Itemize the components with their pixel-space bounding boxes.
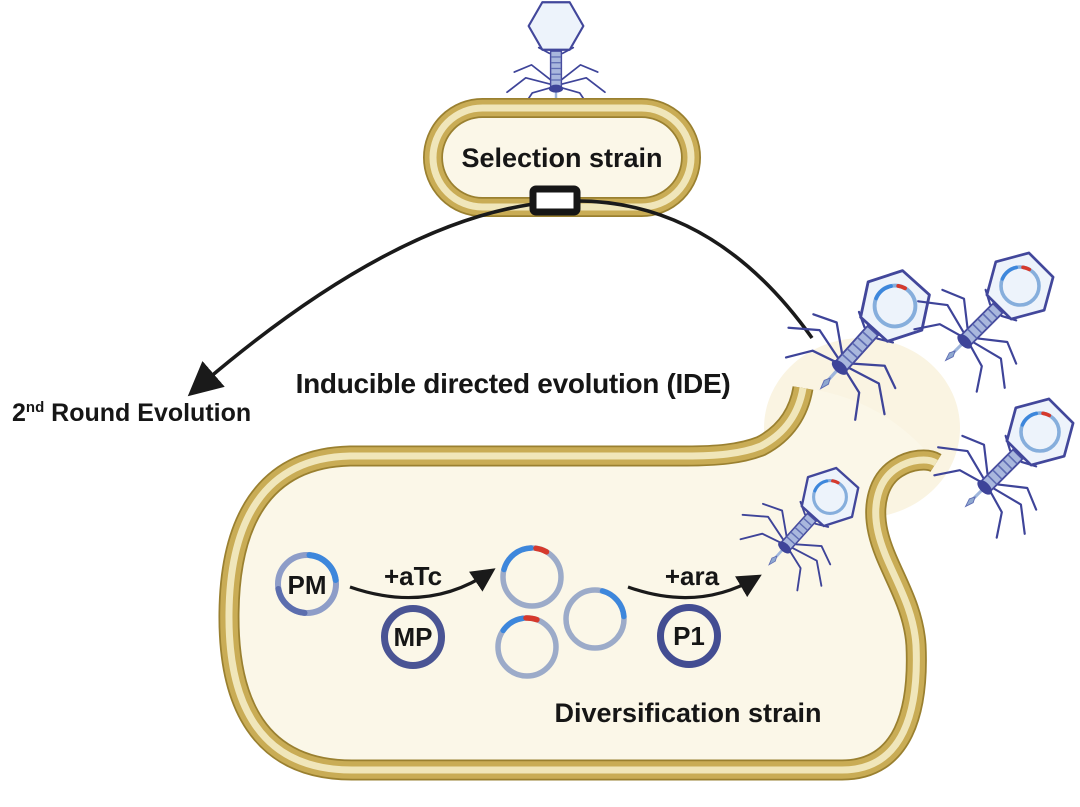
plasmid-p1-label: P1 (673, 621, 705, 651)
plasmid-icon (381, 605, 445, 669)
plasmid-p1: P1 (657, 604, 721, 668)
ara-inducer-label: +ara (665, 561, 720, 591)
ara-induction-arrow (627, 574, 762, 600)
bacteriophage-icon (505, 1, 607, 112)
receptor-gene-marker (529, 185, 581, 216)
attacking-phage (505, 1, 607, 112)
plasmid-pm-label: PM (288, 570, 327, 600)
diversification-strain-cell: Diversification strain (218, 385, 942, 781)
plasmid-pm: PM (275, 552, 339, 616)
diversification-strain-label: Diversification strain (554, 698, 821, 728)
second-round-cycle-arrow (187, 199, 814, 397)
mutated-plasmid-1 (500, 545, 564, 609)
selection-strain-label: Selection strain (461, 143, 662, 173)
plasmid-icon (657, 604, 721, 668)
mutated-plasmid-3 (563, 587, 627, 651)
atc-induction-arrow (349, 568, 496, 600)
second-round-label: 2nd Round Evolution (12, 399, 251, 427)
plasmid-mp: MP (381, 605, 445, 669)
atc-inducer-label: +aTc (384, 561, 442, 591)
plasmid-mp-label: MP (394, 622, 433, 652)
cytoplasm (228, 388, 936, 770)
figure-title: Inducible directed evolution (IDE) (296, 368, 731, 399)
mutated-plasmid-2 (495, 615, 559, 679)
